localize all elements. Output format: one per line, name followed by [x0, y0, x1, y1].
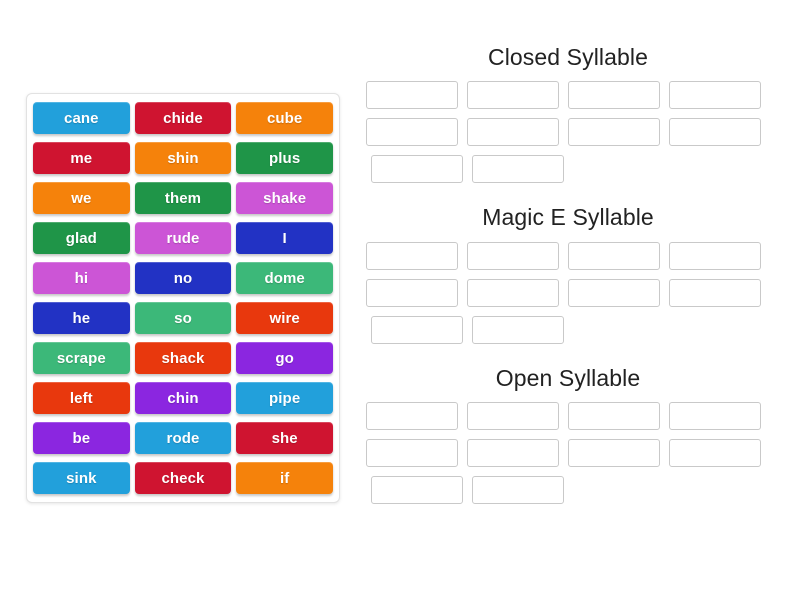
word-tile[interactable]: hi [33, 262, 130, 294]
drop-slot[interactable] [366, 81, 458, 110]
word-tile[interactable]: pipe [236, 382, 333, 414]
word-tile[interactable]: chin [134, 382, 232, 414]
category-title: Closed Syllable [487, 44, 649, 70]
drop-slot-row [366, 439, 770, 468]
drop-slot-row [366, 155, 770, 184]
drop-slot[interactable] [467, 118, 559, 147]
drop-slot[interactable] [366, 402, 458, 431]
word-tile[interactable]: cane [33, 102, 130, 134]
drop-slot[interactable] [467, 402, 559, 431]
word-tile[interactable]: cube [236, 102, 333, 134]
word-tile[interactable]: left [33, 382, 130, 414]
drop-slot[interactable] [669, 278, 761, 307]
word-tile[interactable]: plus [236, 142, 333, 174]
drop-slot[interactable] [366, 241, 458, 270]
drop-slot[interactable] [568, 241, 660, 270]
drop-slot[interactable] [669, 81, 761, 110]
word-tile[interactable]: sink [33, 462, 130, 494]
word-tile[interactable]: be [33, 422, 130, 454]
drop-slot-row [366, 476, 770, 505]
category-title: Magic E Syllable [482, 204, 654, 231]
word-tile[interactable]: scrape [33, 342, 130, 374]
drop-slot[interactable] [366, 118, 458, 147]
drop-slot[interactable] [471, 476, 564, 505]
drop-slot[interactable] [467, 278, 559, 307]
drop-slot-row [366, 118, 770, 147]
drop-slot[interactable] [366, 439, 458, 468]
drop-slot[interactable] [370, 315, 463, 344]
drop-slot[interactable] [467, 81, 559, 110]
word-tile[interactable]: rude [134, 222, 232, 254]
word-tile[interactable]: chide [134, 102, 232, 134]
drop-slot[interactable] [467, 439, 559, 468]
word-tile[interactable]: shack [134, 342, 232, 374]
drop-slot-row [366, 81, 770, 110]
category-section: Open Syllable [366, 364, 770, 505]
word-tile[interactable]: no [134, 262, 232, 294]
drop-slot[interactable] [568, 439, 660, 468]
drop-slot[interactable] [568, 81, 660, 110]
drop-slot[interactable] [669, 118, 761, 147]
word-tile[interactable]: shake [236, 182, 333, 214]
word-tile[interactable]: check [134, 462, 232, 494]
word-tile[interactable]: go [236, 342, 333, 374]
drop-slot-row [366, 278, 770, 307]
drop-slot[interactable] [467, 241, 559, 270]
drop-slot-row [366, 241, 770, 270]
drop-slot[interactable] [370, 476, 463, 505]
word-tile[interactable]: rode [134, 422, 232, 454]
word-tile[interactable]: shin [134, 142, 232, 174]
category-title: Open Syllable [495, 364, 641, 391]
drop-slot[interactable] [669, 241, 761, 270]
drop-slot[interactable] [568, 118, 660, 147]
word-tile[interactable]: he [33, 302, 130, 334]
drop-slot[interactable] [471, 155, 564, 184]
drop-slot[interactable] [568, 278, 660, 307]
word-tile[interactable]: she [236, 422, 333, 454]
category-section: Magic E Syllable [366, 204, 770, 344]
word-tile[interactable]: them [134, 182, 232, 214]
drop-slot[interactable] [471, 315, 564, 344]
word-tile[interactable]: if [236, 462, 333, 494]
word-tile[interactable]: me [33, 142, 130, 174]
word-tile[interactable]: so [134, 302, 232, 334]
word-tile[interactable]: wire [236, 302, 333, 334]
word-tile[interactable]: we [33, 182, 130, 214]
word-tile[interactable]: I [236, 222, 333, 254]
category-section: Closed Syllable [366, 44, 770, 184]
word-tile[interactable]: dome [236, 262, 333, 294]
drop-slot[interactable] [370, 155, 463, 184]
drop-slot[interactable] [669, 402, 761, 431]
word-tile[interactable]: glad [33, 222, 130, 254]
drop-slot-row [366, 315, 770, 344]
drop-slot[interactable] [568, 402, 660, 431]
drop-slot[interactable] [366, 278, 458, 307]
drop-slot[interactable] [669, 439, 761, 468]
drop-slot-row [366, 402, 770, 431]
